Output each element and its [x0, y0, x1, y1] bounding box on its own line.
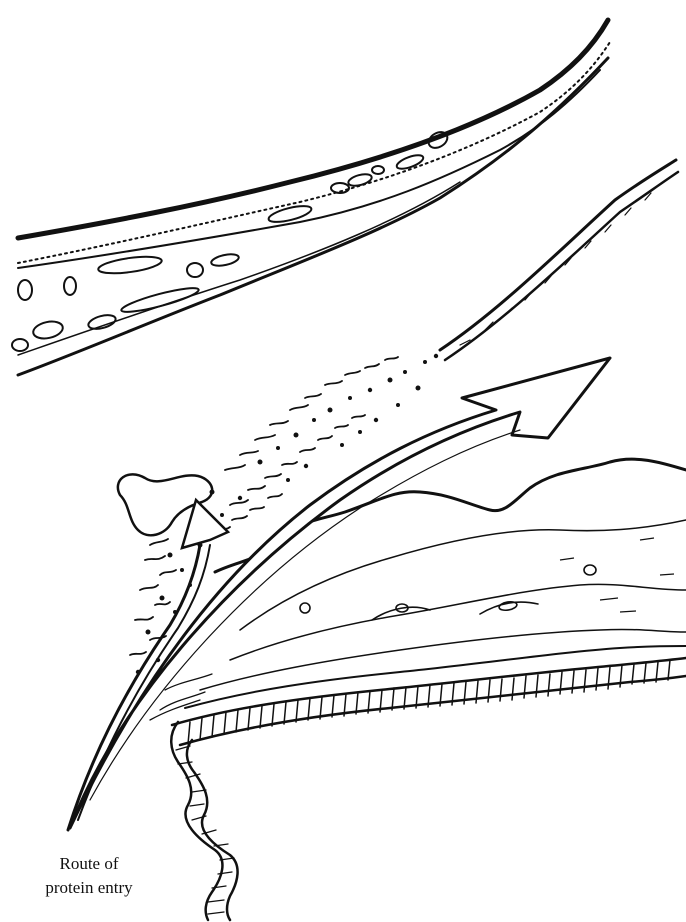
epithelium-lower-edge: [180, 676, 686, 745]
large-arrow-outline: [70, 358, 610, 828]
epithelial-strand-left: [171, 722, 222, 920]
lower-band-layer-3: [200, 629, 686, 690]
upper-layer-outer-surface: [18, 20, 608, 238]
epithelium-cell-walls: [188, 660, 670, 744]
vesicle-dots: [136, 354, 438, 674]
upper-layer-inner-boundary: [18, 70, 600, 268]
upper-layer-dotted-line: [18, 42, 610, 263]
caption-line-1: Route of: [14, 852, 164, 876]
lower-band-layer-4: [185, 646, 686, 708]
upper-layer-stroma-line: [18, 182, 460, 355]
route-caption: Route of protein entry: [14, 852, 164, 900]
upper-tissue-layer: [12, 20, 610, 375]
vesicle-cluster: [118, 354, 438, 674]
thin-membrane: [440, 160, 678, 360]
angle-swirl-lines: [150, 674, 212, 720]
lower-band-texture: [560, 538, 674, 612]
large-arrow-inner-line: [90, 430, 520, 800]
lower-tissue-band: [185, 459, 686, 708]
lower-band-layer-1: [240, 520, 686, 630]
membrane-lower-line: [445, 172, 678, 360]
upper-layer-cells: [12, 129, 450, 351]
membrane-texture: [460, 193, 651, 345]
large-flow-arrow: [70, 358, 610, 828]
lower-band-top-edge: [215, 459, 686, 572]
membrane-upper-line: [440, 160, 676, 350]
caption-line-2: protein entry: [14, 876, 164, 900]
